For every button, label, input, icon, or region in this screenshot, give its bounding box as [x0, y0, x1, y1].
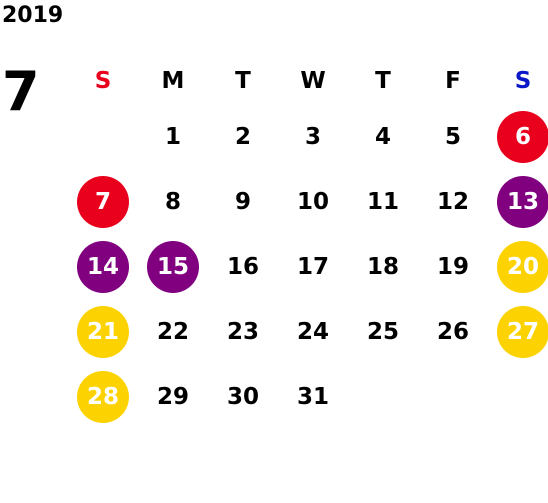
empty-day-cell: [418, 364, 488, 429]
day-cell: 19: [418, 234, 488, 299]
day-number: 1: [164, 123, 181, 150]
highlighted-day-number: 21: [77, 305, 129, 358]
day-number: [497, 371, 548, 423]
highlighted-day-number: 20: [497, 240, 548, 293]
day-number: 12: [436, 188, 469, 215]
day-cell: 7: [68, 169, 138, 234]
day-cell: 1: [138, 104, 208, 169]
day-number: 5: [444, 123, 461, 150]
day-number: 31: [296, 383, 329, 410]
day-cell: 31: [278, 364, 348, 429]
day-cell: 20: [488, 234, 548, 299]
highlighted-day-number: 14: [77, 240, 129, 293]
empty-day-cell: [488, 364, 548, 429]
day-number: 23: [226, 318, 259, 345]
highlighted-day-number: 7: [77, 175, 129, 228]
day-number: 10: [296, 188, 329, 215]
empty-day-cell: [348, 364, 418, 429]
day-cell: 30: [208, 364, 278, 429]
day-cell: 14: [68, 234, 138, 299]
day-cell: 29: [138, 364, 208, 429]
day-cell: 27: [488, 299, 548, 364]
day-number: 16: [226, 253, 259, 280]
day-number: 24: [296, 318, 329, 345]
day-cell: 22: [138, 299, 208, 364]
day-cell: 24: [278, 299, 348, 364]
day-cell: 16: [208, 234, 278, 299]
day-cell: 12: [418, 169, 488, 234]
day-cell: 8: [138, 169, 208, 234]
day-cell: 5: [418, 104, 488, 169]
day-cell: 6: [488, 104, 548, 169]
day-cell: 25: [348, 299, 418, 364]
weekday-header: S: [94, 68, 112, 94]
day-cell: 10: [278, 169, 348, 234]
day-cell: 28: [68, 364, 138, 429]
day-cell: 3: [278, 104, 348, 169]
weekday-header: T: [375, 68, 391, 94]
weekday-header: W: [300, 68, 326, 94]
day-number: 3: [304, 123, 321, 150]
day-number: [357, 371, 409, 423]
highlighted-day-number: 27: [497, 305, 548, 358]
day-number: [77, 111, 129, 163]
weekday-header: M: [161, 68, 185, 94]
day-cell: 18: [348, 234, 418, 299]
day-number: 4: [374, 123, 391, 150]
day-cell: 13: [488, 169, 548, 234]
weekday-header: S: [514, 68, 532, 94]
day-number: 17: [296, 253, 329, 280]
day-number: 19: [436, 253, 469, 280]
day-cell: 11: [348, 169, 418, 234]
weekday-header: T: [235, 68, 251, 94]
year-label: 2019: [2, 3, 64, 28]
empty-day-cell: [68, 104, 138, 169]
day-cell: 23: [208, 299, 278, 364]
day-cell: 2: [208, 104, 278, 169]
day-number: [427, 371, 479, 423]
day-cell: 26: [418, 299, 488, 364]
day-number: 11: [366, 188, 399, 215]
day-cell: 4: [348, 104, 418, 169]
day-number: 2: [234, 123, 251, 150]
day-number: 29: [156, 383, 189, 410]
day-number: 30: [226, 383, 259, 410]
day-number: 18: [366, 253, 399, 280]
highlighted-day-number: 13: [497, 175, 548, 228]
highlighted-day-number: 6: [497, 110, 548, 163]
day-cell: 17: [278, 234, 348, 299]
day-number: 22: [156, 318, 189, 345]
day-cell: 21: [68, 299, 138, 364]
day-number: 9: [234, 188, 251, 215]
day-number: 8: [164, 188, 181, 215]
month-number: 7: [2, 60, 40, 123]
day-cell: 15: [138, 234, 208, 299]
highlighted-day-number: 15: [147, 240, 199, 293]
day-cell: 9: [208, 169, 278, 234]
day-number: 25: [366, 318, 399, 345]
day-number: 26: [436, 318, 469, 345]
highlighted-day-number: 28: [77, 370, 129, 423]
weekday-header: F: [445, 68, 461, 94]
